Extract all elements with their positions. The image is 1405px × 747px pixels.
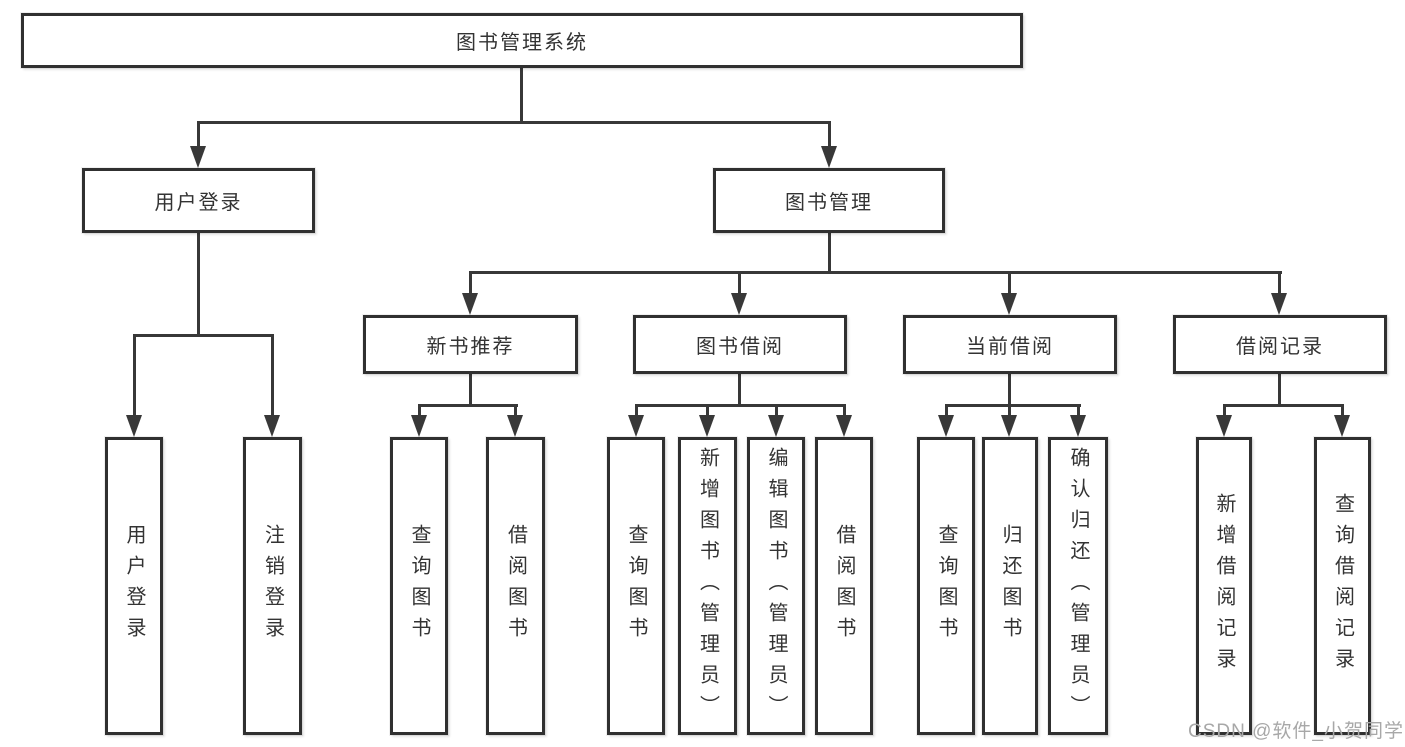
leaf-logout: 注销登录 — [243, 437, 302, 735]
leaf-query-books-current: 查询图书 — [917, 437, 975, 735]
leaf-label: 注销登录 — [261, 524, 284, 648]
connector-drop-nb-query — [418, 404, 421, 417]
arrowhead-down-icon — [462, 293, 478, 315]
node-borrow-records: 借阅记录 — [1173, 315, 1387, 374]
watermark: CSDN @软件_小贺同学 — [1188, 721, 1404, 742]
arrowhead-down-icon — [190, 146, 206, 168]
leaf-label: 查询图书 — [408, 524, 430, 648]
node-user-login: 用户登录 — [82, 168, 315, 233]
leaf-query-books-recommend: 查询图书 — [390, 437, 448, 735]
leaf-return-books: 归还图书 — [982, 437, 1038, 735]
node-book-management: 图书管理 — [713, 168, 945, 233]
arrowhead-down-icon — [126, 415, 142, 437]
arrowhead-down-icon — [836, 415, 852, 437]
arrowhead-down-icon — [1001, 415, 1017, 437]
connector-level2-bar — [197, 121, 831, 124]
arrowhead-down-icon — [1216, 415, 1232, 437]
arrowhead-down-icon — [411, 415, 427, 437]
leaf-query-books-borrow: 查询图书 — [607, 437, 665, 735]
node-book-borrow: 图书借阅 — [633, 315, 847, 374]
leaf-label: 查询图书 — [935, 524, 957, 648]
connector-drop-br-query — [1341, 404, 1344, 417]
arrowhead-down-icon — [628, 415, 644, 437]
connector-user-login-bar — [133, 334, 274, 337]
connector-drop-leaf-login — [133, 334, 136, 417]
connector-borrow-records-stem — [1278, 374, 1281, 406]
node-label: 图书借阅 — [696, 336, 784, 358]
leaf-add-books-admin: 新增图书（管理员） — [678, 437, 737, 735]
connector-drop-nb-borrow — [514, 404, 517, 417]
leaf-label: 编辑图书（管理员） — [765, 446, 787, 726]
connector-level3-bar — [469, 271, 1282, 274]
connector-drop-cb-query — [945, 404, 948, 417]
arrowhead-down-icon — [507, 415, 523, 437]
node-label: 图书管理系统 — [456, 32, 588, 54]
node-library-management-system: 图书管理系统 — [21, 13, 1023, 68]
leaf-label: 新增图书（管理员） — [696, 446, 719, 726]
connector-drop-current-borrow — [1008, 271, 1011, 295]
node-current-borrow: 当前借阅 — [903, 315, 1117, 374]
connector-book-borrow-bar — [635, 404, 846, 407]
leaf-query-borrow-record: 查询借阅记录 — [1314, 437, 1371, 735]
leaf-confirm-return-admin: 确认归还（管理员） — [1048, 437, 1108, 735]
leaf-label: 新增借阅记录 — [1213, 493, 1235, 679]
connector-drop-bb-borrow — [843, 404, 846, 417]
connector-user-login-stem — [197, 233, 200, 337]
connector-current-borrow-bar — [945, 404, 1081, 407]
connector-drop-book-management — [828, 121, 831, 148]
connector-new-book-bar — [418, 404, 518, 407]
connector-drop-book-borrow — [738, 271, 741, 295]
leaf-user-login: 用户登录 — [105, 437, 163, 735]
leaf-add-borrow-record: 新增借阅记录 — [1196, 437, 1252, 735]
leaf-label: 用户登录 — [123, 524, 145, 648]
arrowhead-down-icon — [938, 415, 954, 437]
connector-drop-bb-add — [706, 404, 709, 417]
node-label: 图书管理 — [785, 192, 873, 214]
leaf-label: 归还图书 — [999, 524, 1021, 648]
connector-book-management-stem — [828, 233, 831, 273]
connector-drop-bb-edit — [775, 404, 778, 417]
node-label: 当前借阅 — [966, 336, 1054, 358]
connector-drop-cb-return — [1008, 404, 1011, 417]
leaf-label: 查询借阅记录 — [1331, 493, 1354, 679]
leaf-borrow-books-recommend: 借阅图书 — [486, 437, 545, 735]
leaf-label: 借阅图书 — [504, 524, 527, 648]
arrowhead-down-icon — [1070, 415, 1086, 437]
node-label: 用户登录 — [154, 192, 243, 214]
node-new-book-recommend: 新书推荐 — [363, 315, 578, 374]
connector-drop-new-book — [469, 271, 472, 295]
connector-drop-bb-query — [635, 404, 638, 417]
connector-current-borrow-stem — [1008, 374, 1011, 406]
arrowhead-down-icon — [1271, 293, 1287, 315]
arrowhead-down-icon — [821, 146, 837, 168]
arrowhead-down-icon — [731, 293, 747, 315]
leaf-label: 借阅图书 — [833, 524, 855, 648]
leaf-label: 查询图书 — [625, 524, 647, 648]
connector-drop-br-add — [1223, 404, 1226, 417]
leaf-borrow-books: 借阅图书 — [815, 437, 873, 735]
leaf-label: 确认归还（管理员） — [1067, 446, 1089, 726]
node-label: 借阅记录 — [1236, 336, 1324, 358]
arrowhead-down-icon — [1001, 293, 1017, 315]
connector-drop-user-login — [197, 121, 200, 148]
connector-borrow-records-bar — [1223, 404, 1344, 407]
connector-drop-cb-confirm — [1077, 404, 1080, 417]
arrowhead-down-icon — [264, 415, 280, 437]
connector-new-book-stem — [469, 374, 472, 406]
connector-root-stem — [520, 68, 523, 123]
connector-book-borrow-stem — [738, 374, 741, 406]
arrowhead-down-icon — [1334, 415, 1350, 437]
connector-drop-leaf-logout — [271, 334, 274, 417]
arrowhead-down-icon — [699, 415, 715, 437]
connector-drop-borrow-records — [1278, 271, 1281, 295]
arrowhead-down-icon — [768, 415, 784, 437]
node-label: 新书推荐 — [426, 336, 515, 358]
leaf-edit-books-admin: 编辑图书（管理员） — [747, 437, 805, 735]
